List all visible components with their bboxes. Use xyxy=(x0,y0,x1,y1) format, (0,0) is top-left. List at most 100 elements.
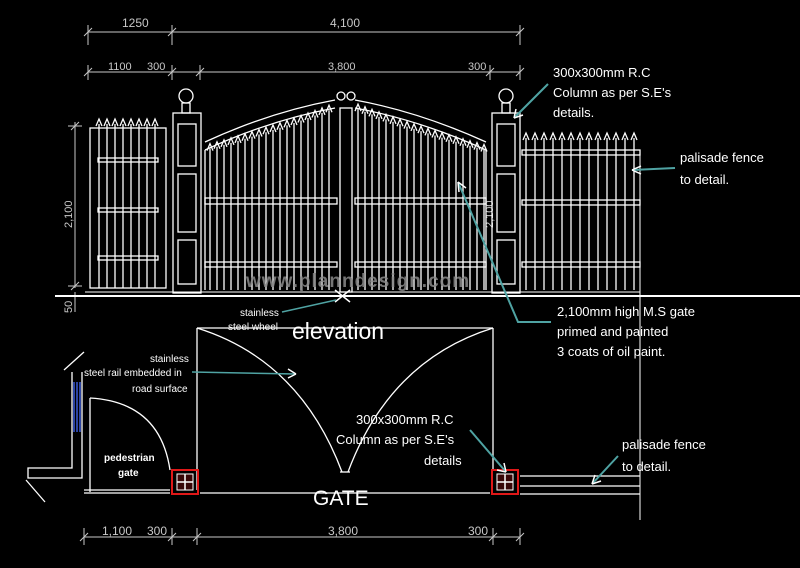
gate-picket-spear xyxy=(255,127,263,137)
gate-picket-spear xyxy=(396,117,404,127)
pedestrian-label-line2: gate xyxy=(118,468,139,479)
pedestrian-picket-spear xyxy=(151,117,159,127)
fence-picket-spear xyxy=(531,131,539,141)
dim-top-pedestrian: 1100 xyxy=(108,61,132,73)
gate-picket-spear xyxy=(452,135,460,145)
gate-picket-spear xyxy=(375,110,383,120)
fence-picket-spear xyxy=(549,131,557,141)
gate-picket-spear xyxy=(431,128,439,138)
gate-picket-spear xyxy=(445,133,453,143)
gate-picket-spear xyxy=(234,134,242,144)
bottom-dimensions xyxy=(79,528,525,545)
column-elev-label-line2: Column as per S.E's xyxy=(553,85,672,100)
fence-plan-label-line2: to detail. xyxy=(622,459,671,474)
gate-picket-spear xyxy=(459,137,467,147)
gate-spec-line1: 2,100mm high M.S gate xyxy=(557,304,695,319)
gate-picket-spear xyxy=(206,142,214,151)
pedestrian-picket-spear xyxy=(127,117,135,127)
gate-picket-spear xyxy=(227,136,235,146)
column-plan-label-line2: Column as per S.E's xyxy=(336,432,455,447)
gate-picket-spear xyxy=(389,115,397,125)
gate-picket-spear xyxy=(304,111,312,121)
gate-picket-spear xyxy=(361,105,369,115)
gate-picket-spear xyxy=(241,132,249,142)
gate-picket-spear xyxy=(276,121,284,130)
gate-picket-spear xyxy=(354,102,362,112)
pedestrian-picket-spear xyxy=(95,117,103,127)
fence-picket-spear xyxy=(576,131,584,141)
rail-leader xyxy=(191,371,297,375)
elevation-title: elevation xyxy=(292,318,384,344)
fence-picket-spear xyxy=(540,131,548,141)
fence-picket-spear xyxy=(558,131,566,141)
wheel-label-line1: stainless xyxy=(240,308,279,319)
gate-picket-spear xyxy=(283,118,291,128)
gate-picket-spear xyxy=(220,138,228,148)
gate-spec-line2: primed and painted xyxy=(557,324,668,339)
fence-plan-leader xyxy=(591,455,619,485)
fence-picket-spear xyxy=(603,131,611,141)
column-plan-arrowhead xyxy=(496,462,507,473)
top-dimensions xyxy=(83,25,525,80)
plan-view xyxy=(25,327,640,503)
gate-picket-spear xyxy=(438,131,446,140)
fence-picket-spear xyxy=(585,131,593,141)
gate-picket-spear xyxy=(403,119,411,129)
gate-picket-spear xyxy=(368,107,376,117)
gate-picket-spear xyxy=(262,125,270,135)
left-column-plan xyxy=(171,469,199,495)
column-elev-leader xyxy=(513,83,549,119)
fence-picket-spear xyxy=(567,131,575,141)
fence-picket-spear xyxy=(612,131,620,141)
pedestrian-picket-spear xyxy=(103,117,111,127)
pedestrian-gate-elevation xyxy=(89,117,167,289)
gate-picket-spear xyxy=(424,126,432,136)
rail-label-line2: steel rail embedded in xyxy=(84,368,182,379)
column-elev-label-line1: 300x300mm R.C xyxy=(553,65,651,80)
rail-label-line1: stainless xyxy=(150,354,189,365)
rail-arrowhead xyxy=(287,368,297,379)
dim-top-column-right: 300 xyxy=(468,61,486,73)
gate-picket-spear xyxy=(297,113,305,123)
left-column-elevation xyxy=(172,88,202,294)
steel-rail-plan xyxy=(73,382,81,432)
gate-picket-spear xyxy=(325,103,333,113)
fence-picket-spear xyxy=(621,131,629,141)
dim-height-right: 2,100 xyxy=(484,200,496,228)
column-plan-label-line1: 300x300mm R.C xyxy=(356,412,454,427)
gate-picket-spear xyxy=(410,122,418,132)
right-column-plan xyxy=(491,469,519,495)
main-gate-elevation xyxy=(204,91,488,293)
dim-bottom-gate: 3,800 xyxy=(328,524,358,538)
gate-picket-spear xyxy=(248,130,256,139)
gate-picket-spear xyxy=(480,142,488,152)
gate-spec-line3: 3 coats of oil paint. xyxy=(557,344,665,359)
fence-picket-spear xyxy=(630,131,638,141)
fence-elev-label-line2: to detail. xyxy=(680,172,729,187)
gate-picket-spear xyxy=(417,124,425,134)
dim-top-column-left: 300 xyxy=(147,61,165,73)
wheel-leader xyxy=(281,299,337,313)
gate-picket-spear xyxy=(466,139,474,148)
pedestrian-picket-spear xyxy=(111,117,119,127)
fence-elev-label-line1: palisade fence xyxy=(680,150,764,165)
gate-spec-arrowhead xyxy=(457,181,467,193)
pedestrian-picket-spear xyxy=(119,117,127,127)
column-elev-label-line3: details. xyxy=(553,105,594,120)
fence-plan-arrowhead xyxy=(591,474,602,485)
dim-top-overall-left: 1250 xyxy=(122,16,149,30)
gate-spec-leader xyxy=(457,181,551,323)
dim-top-gate: 3,800 xyxy=(328,61,356,73)
dim-bottom-column-left: 300 xyxy=(147,524,167,538)
plan-title: GATE xyxy=(313,487,369,510)
fence-picket-spear xyxy=(522,131,530,141)
fence-elev-arrowhead xyxy=(631,165,642,175)
gate-picket-spear xyxy=(473,140,481,150)
dim-top-overall-right: 4,100 xyxy=(330,16,360,30)
column-plan-leader xyxy=(469,429,507,473)
palisade-fence-elevation xyxy=(521,131,641,290)
column-plan-label-line3: details xyxy=(424,453,462,468)
fence-elev-leader xyxy=(631,167,676,171)
pedestrian-picket-spear xyxy=(143,117,151,127)
